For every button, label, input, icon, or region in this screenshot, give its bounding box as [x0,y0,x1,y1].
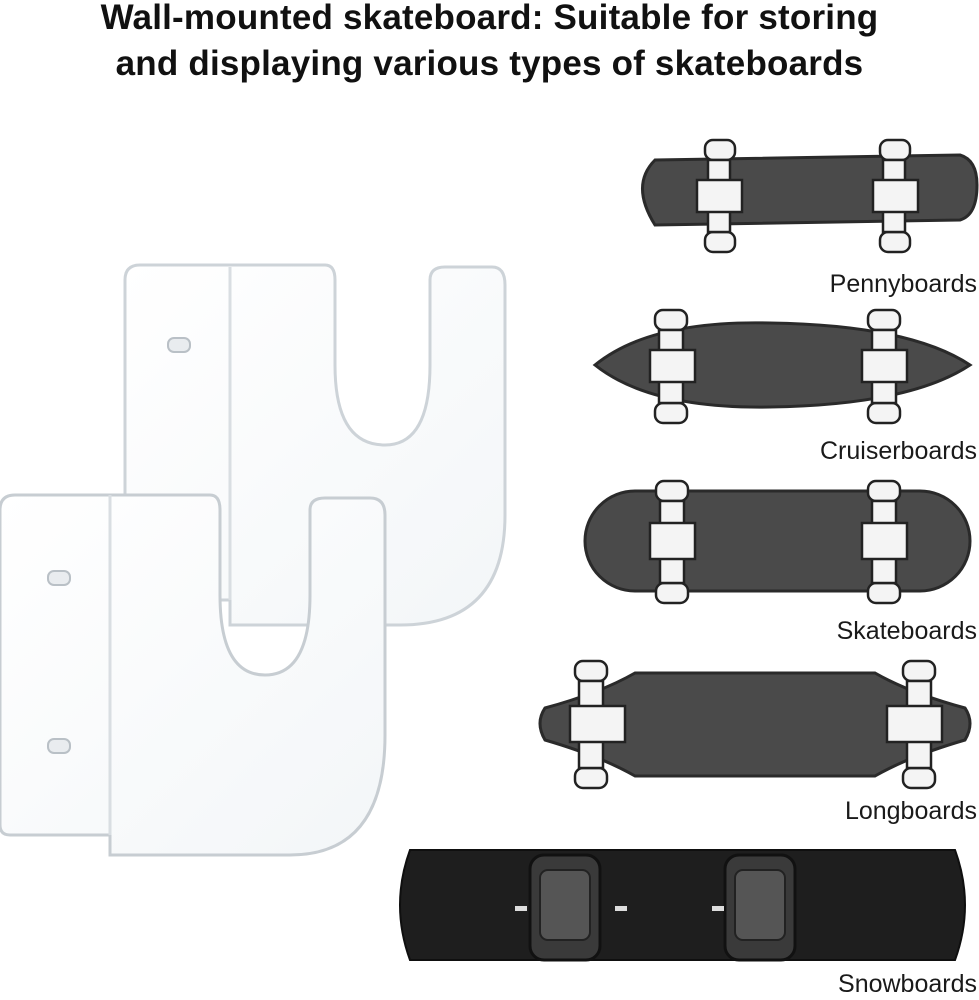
board-label-longboards: Longboards [844,797,977,825]
board-label-snowboards: Snowboards [838,970,977,998]
title-line-2: and displaying various types of skateboa… [115,44,864,83]
board-label-pennyboards: Pennyboards [829,270,977,298]
acrylic-hooks-illustration [0,263,507,857]
truck-icon [568,659,944,790]
snowboard-image [399,849,966,962]
truck-icon [648,479,909,605]
pennyboard-image [641,138,979,254]
title-line-1: Wall-mounted skateboard: Suitable for st… [100,0,879,37]
acrylic-wall-hook-icon [0,493,387,857]
longboard-image [538,659,972,790]
board-label-cruiserboards: Cruiserboards [819,437,977,465]
truck-icon [648,308,909,425]
board-label-skateboards: Skateboards [836,617,977,645]
binding-icon [528,853,797,962]
cruiserboard-image [592,308,973,425]
page-title: Wall-mounted skateboard: Suitable for st… [0,0,979,87]
truck-icon [695,138,920,254]
skateboard-image [583,479,972,605]
